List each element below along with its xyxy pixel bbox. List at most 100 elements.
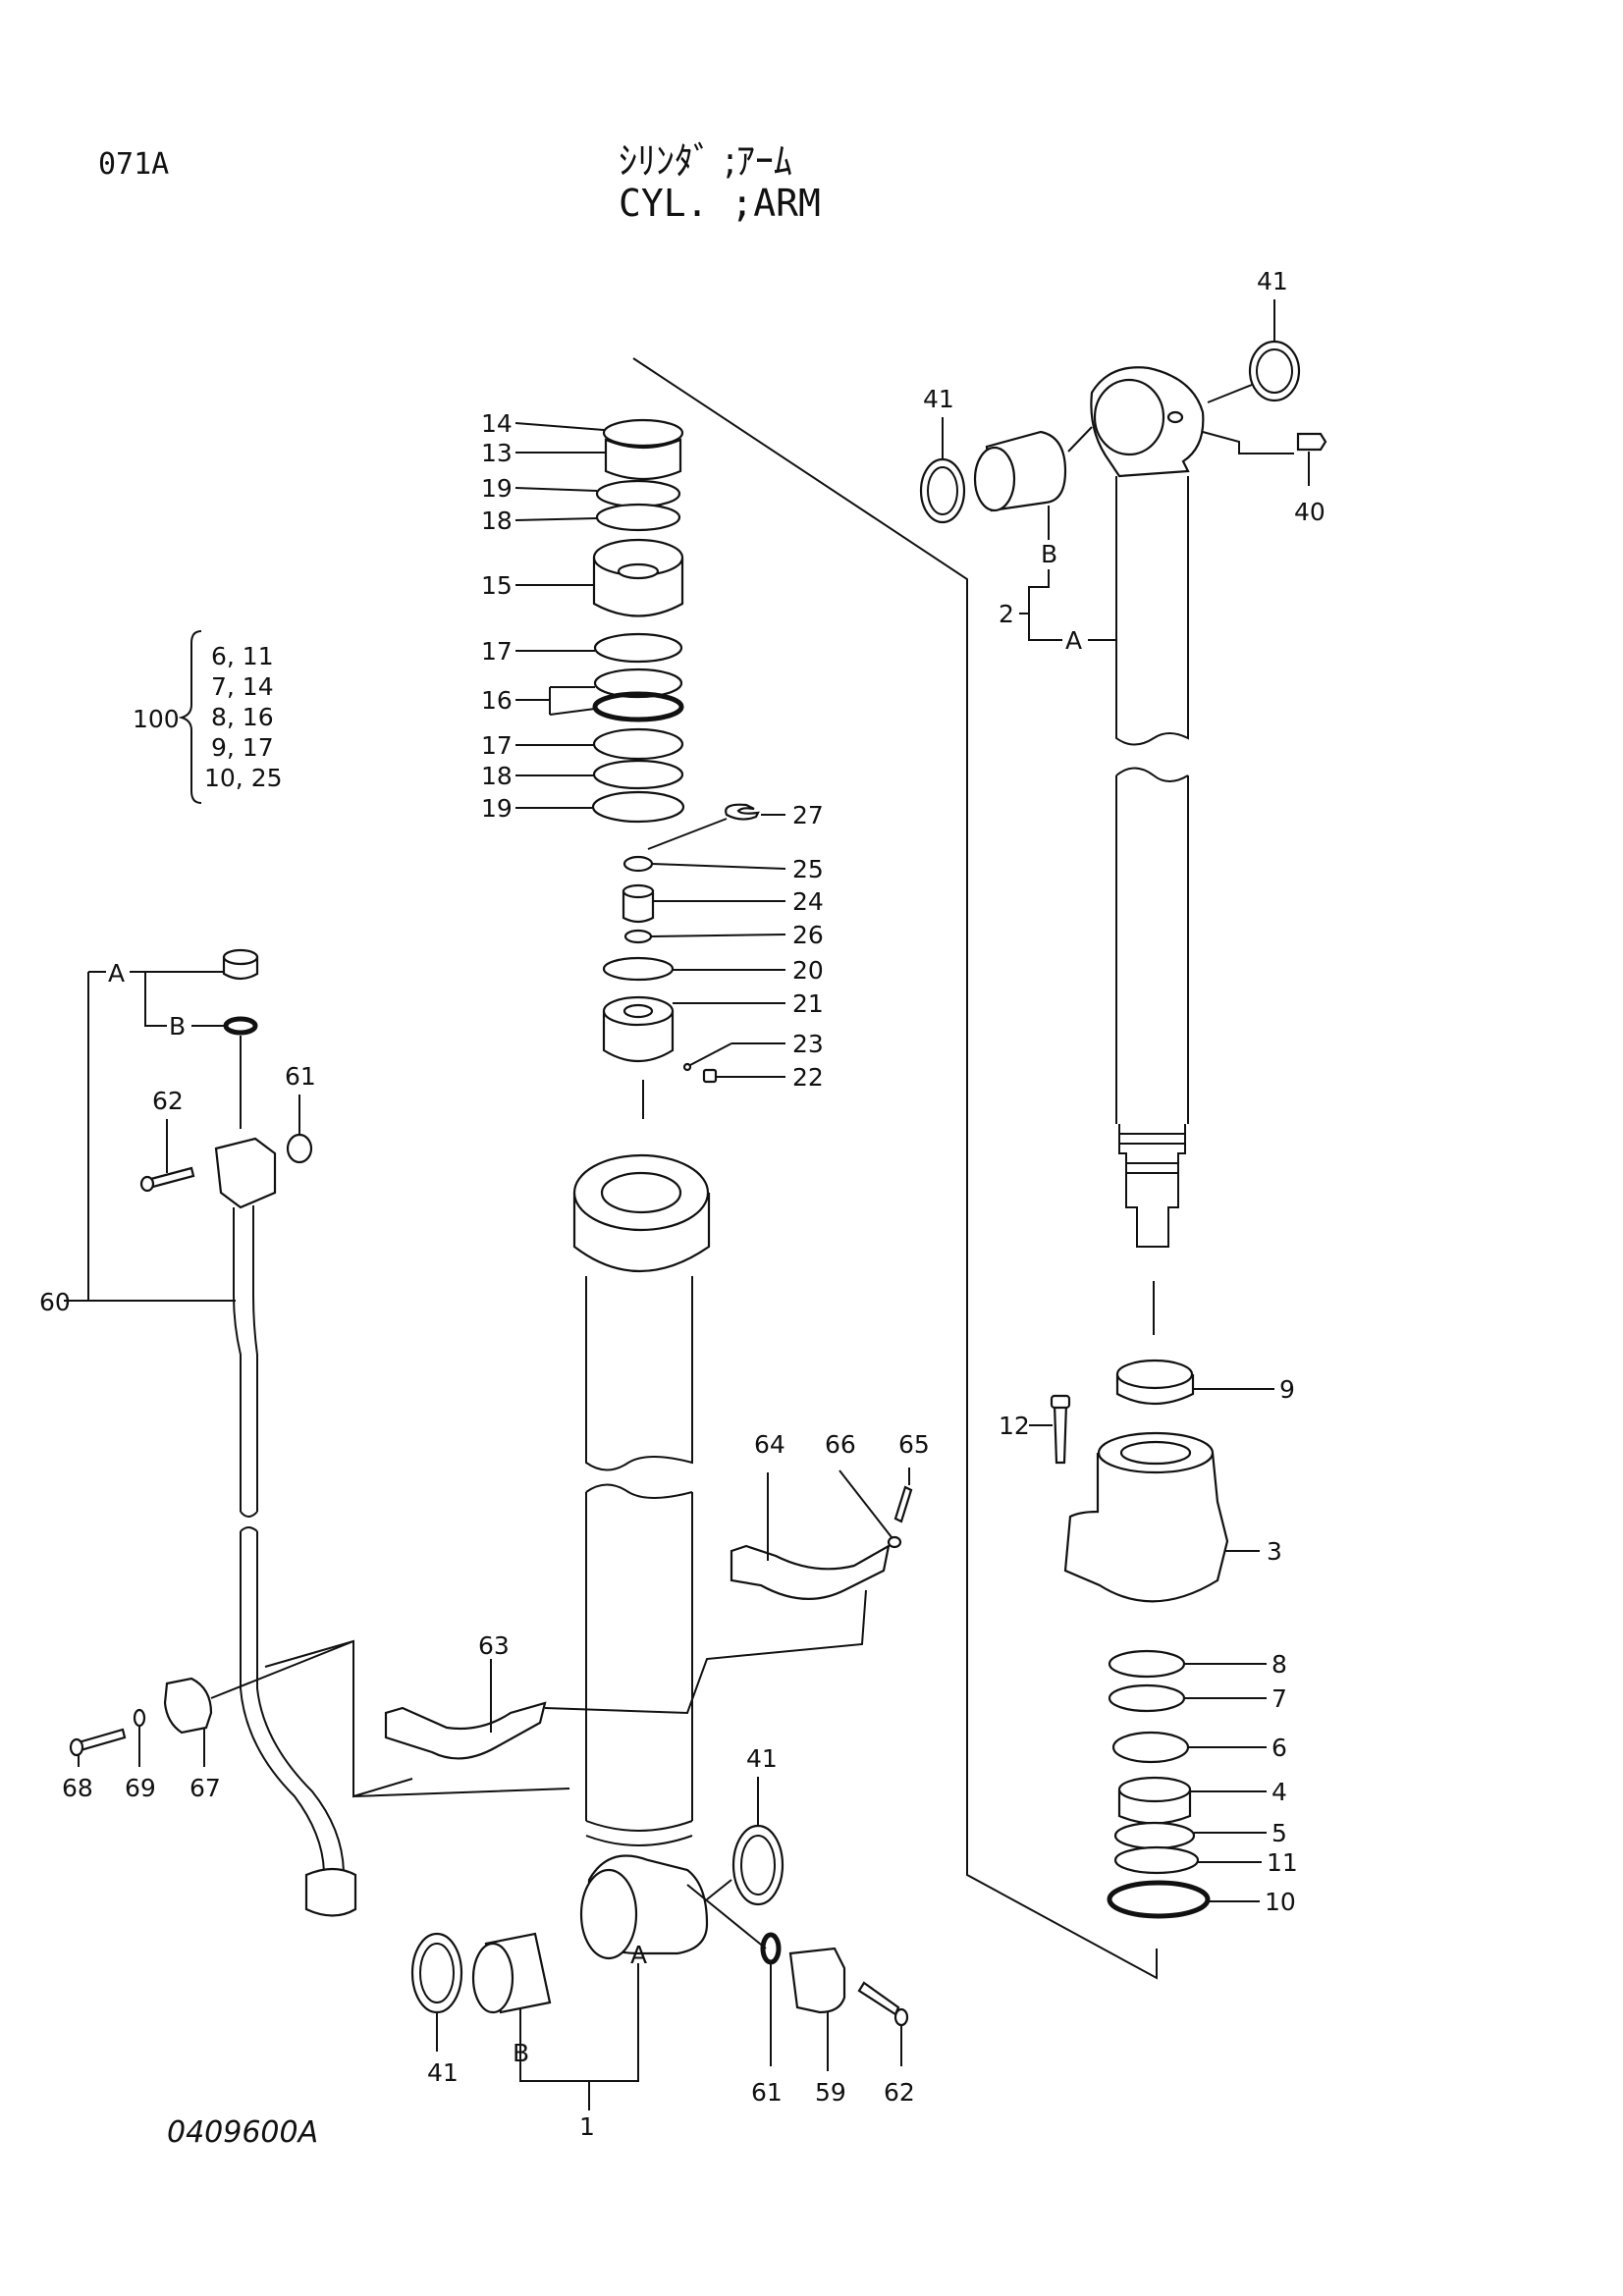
pipe-oring: [223, 1016, 258, 1036]
part-68: [77, 1728, 127, 1752]
kit-row: 6, 11: [211, 642, 274, 670]
pipe-assembly: 60 A B 61 62 67: [39, 948, 357, 1917]
part-62: [857, 1981, 900, 2016]
part-3-bore: [1119, 1440, 1192, 1466]
callout-62: 62: [152, 1087, 184, 1115]
drawing-number: 0409600A: [167, 2115, 319, 2150]
piston-rod-assembly: 41 40 41 B 2 A: [919, 267, 1327, 1919]
part-40: [1296, 432, 1327, 452]
tube-bands: [585, 1820, 693, 1846]
callout-3: 3: [1267, 1537, 1282, 1566]
part-67: [163, 1677, 213, 1735]
part-14: [602, 418, 684, 448]
callout-18: 18: [481, 507, 513, 535]
callout-41: 41: [923, 385, 954, 413]
callout-62: 62: [884, 2078, 915, 2107]
callout-23: 23: [792, 1030, 824, 1058]
part-61: [286, 1133, 313, 1164]
leader-66: [839, 1469, 893, 1538]
part-7: [1108, 1683, 1186, 1713]
kit-number: 100: [133, 705, 180, 733]
part-41-inner: [927, 466, 958, 515]
title-english: CYL. ;ARM: [619, 182, 821, 225]
part-18: [595, 503, 681, 532]
part-10: [1107, 1880, 1211, 1919]
callout-60: 60: [39, 1288, 71, 1316]
leader-61-link: [686, 1884, 767, 1949]
part-61: [760, 1932, 782, 1965]
part-41-inner: [419, 1943, 455, 2003]
tube-break: [585, 1483, 693, 1499]
part-6: [1111, 1731, 1190, 1764]
leader-16: [515, 686, 596, 716]
cylinder-tube-assembly: 41 B 1 A 41 61 59: [410, 1153, 915, 2141]
part-62-head: [893, 2007, 909, 2027]
part-22: [702, 1068, 718, 1084]
callout-16: 16: [481, 686, 513, 715]
part-16: [593, 667, 683, 699]
part-25: [622, 855, 654, 873]
callout-9: 9: [1279, 1375, 1295, 1404]
leader-19: [514, 487, 598, 492]
tube-upper: [585, 1276, 693, 1471]
part-13: [604, 438, 682, 481]
callout-41: 41: [1257, 267, 1288, 295]
callout-1: 1: [579, 2112, 595, 2141]
part-4-top: [1117, 1776, 1192, 1803]
part-24-top: [622, 883, 655, 899]
title-japanese: ｼﾘﾝﾀﾞ ;ｱｰﾑ: [619, 139, 792, 183]
callout-61: 61: [751, 2078, 783, 2107]
part-41-inner: [740, 1835, 776, 1896]
callout-24: 24: [792, 887, 824, 916]
part-3: [1063, 1452, 1229, 1603]
callout-67: 67: [189, 1774, 221, 1802]
pipe-plug-top: [222, 948, 259, 966]
leader-26: [650, 934, 786, 937]
rod-end-bands: [1119, 1133, 1185, 1174]
callout-10: 10: [1265, 1888, 1296, 1916]
tube-bushing-end: [471, 1942, 514, 2014]
part-19: [595, 479, 681, 508]
rod-eye-grease-hole: [1166, 410, 1184, 424]
part-27: [725, 803, 760, 821]
part-65: [893, 1485, 913, 1523]
part-64: [730, 1543, 891, 1600]
leader-1: [519, 1963, 639, 2082]
callout-17: 17: [481, 637, 513, 666]
part-17: [592, 727, 684, 761]
part-68-head: [69, 1737, 84, 1757]
pipe-break-top: [240, 1511, 258, 1518]
callout-12: 12: [999, 1412, 1030, 1440]
label-B: B: [1041, 540, 1057, 568]
callout-19: 19: [481, 794, 513, 823]
tube-eye-bore: [579, 1868, 638, 1960]
part-23: [682, 1062, 692, 1072]
callout-68: 68: [62, 1774, 93, 1802]
leader-60: [87, 972, 236, 1302]
rod-eye-bore: [1093, 378, 1165, 456]
pipe-clamps: 63 64 66 65: [264, 1430, 930, 1798]
part-20: [602, 956, 675, 982]
rod-break: [1115, 767, 1189, 782]
leader-23: [689, 1042, 732, 1066]
assembly-frame-line: [632, 357, 1158, 1980]
kit-row: 9, 17: [211, 733, 274, 762]
part-66: [887, 1535, 902, 1549]
callout-66: 66: [825, 1430, 856, 1459]
callout-17: 17: [481, 731, 513, 760]
part-62-head: [139, 1175, 155, 1193]
rod-bushing-end: [973, 446, 1016, 512]
part-15-bore: [617, 562, 660, 580]
part-41-inner: [1256, 348, 1293, 394]
part-17: [593, 632, 683, 664]
label-A: A: [1065, 626, 1082, 655]
callout-65: 65: [898, 1430, 930, 1459]
callout-63: 63: [478, 1631, 510, 1660]
leader-40-link: [1202, 431, 1294, 454]
pipe-upper: [233, 1205, 258, 1512]
label-A: A: [630, 1941, 647, 1969]
leader-2: [1028, 569, 1116, 641]
leader-18: [514, 517, 598, 521]
clamp-67-link: [210, 1640, 354, 1699]
